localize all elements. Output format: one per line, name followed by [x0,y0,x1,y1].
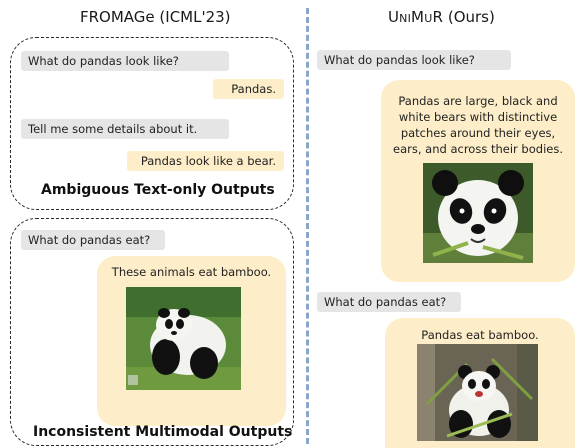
bot-message-2: Pandas look like a bear. [127,151,284,171]
panda-image-right-1 [423,163,533,263]
right-bot-line-2: white bears with distinctive [398,110,558,124]
right-bot-line-4: ears, and across their bodies. [393,142,563,156]
left-bottom-panel [10,218,294,446]
column-divider [306,8,309,444]
right-user-message-1: What do pandas look like? [317,50,511,70]
bot-message-1: Pandas. [213,79,284,99]
left-title: FROMAGe (ICML'23) [80,8,231,26]
user-message-2: Tell me some details about it. [21,119,229,139]
left-top-panel [10,37,294,210]
bot-message-3: These animals eat bamboo. [111,265,272,279]
right-title-suffix: (Ours) [443,8,495,26]
right-title: UniMuR (Ours) [388,8,495,26]
right-title-name: UniMuR [388,8,444,26]
panda-image-right-2 [417,344,538,441]
left-top-caption: Ambiguous Text-only Outputs [41,182,275,198]
right-bot-line-3: patches around their eyes, [400,126,556,140]
right-user-message-2: What do pandas eat? [317,292,461,312]
right-bot-line-1: Pandas are large, black and [398,94,558,108]
right-bot-message-2: Pandas eat bamboo. [421,328,539,342]
left-bottom-caption: Inconsistent Multimodal Outputs [33,424,293,440]
user-message-3: What do pandas eat? [21,230,165,250]
user-message-1: What do pandas look like? [21,51,229,71]
panda-image-left [126,287,241,390]
